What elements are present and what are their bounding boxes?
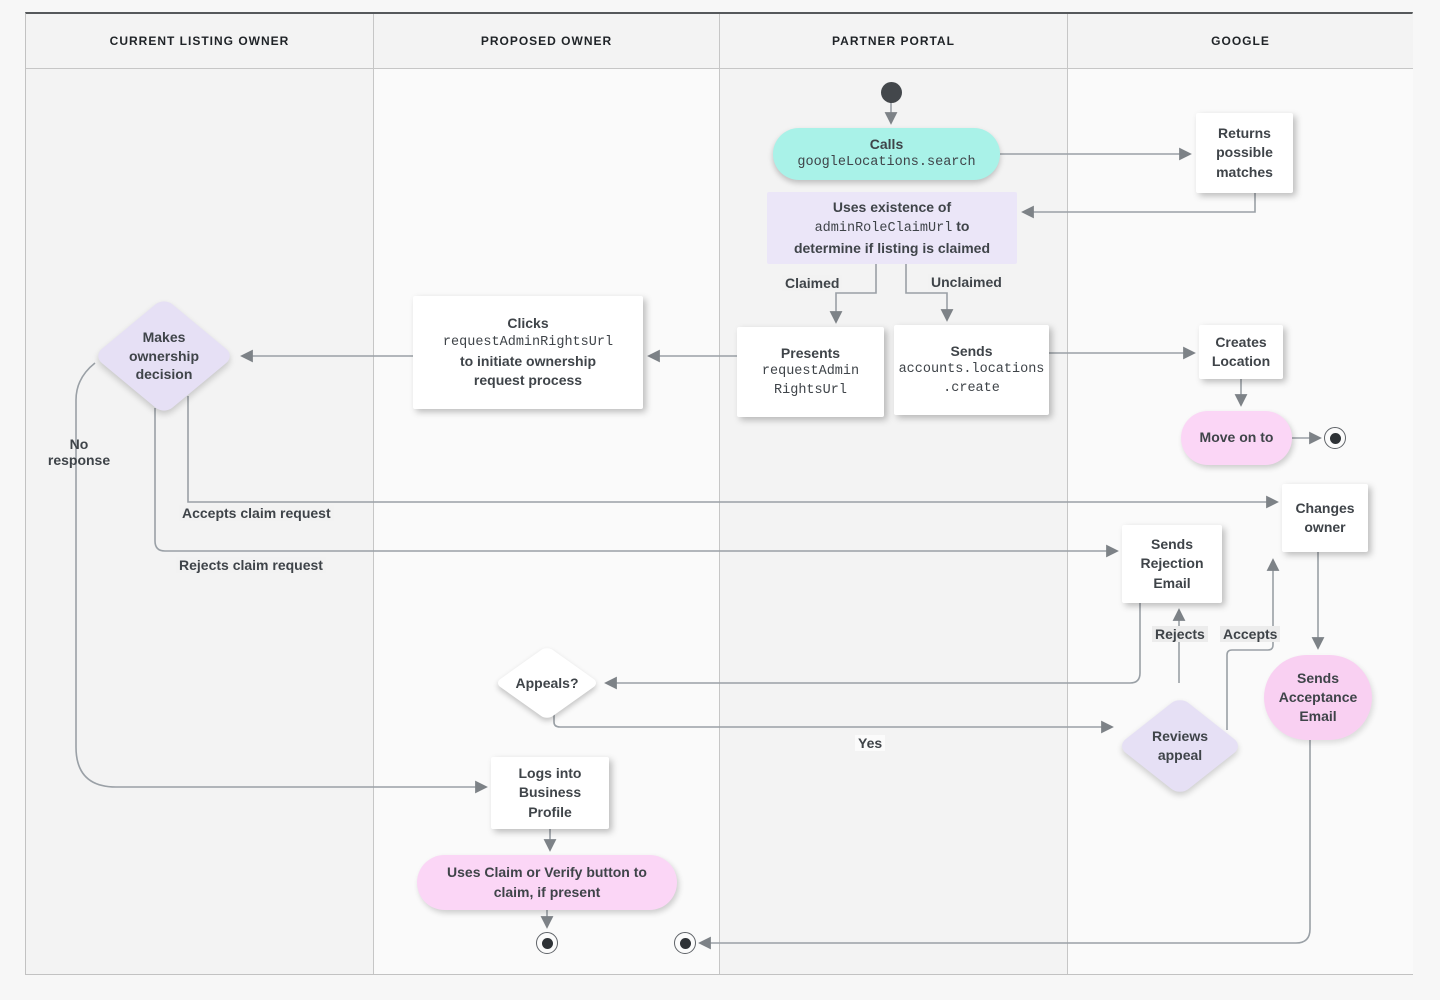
- node-line: Reviews: [1151, 728, 1209, 745]
- edge-label-accepts-claim-request: Accepts claim request: [179, 505, 334, 521]
- node-line-suffix: to: [952, 218, 970, 235]
- edge-label-unclaimed: Unclaimed: [928, 274, 1005, 290]
- diamond-text: Reviews appeal: [1152, 727, 1208, 765]
- node-line: Returns: [1218, 125, 1271, 142]
- node-line: Logs into: [518, 765, 582, 782]
- node-calls-googlelocations-search: Calls googleLocations.search: [773, 128, 1000, 180]
- node-line: owner: [1304, 519, 1346, 535]
- node-appeals-decision: Appeals?: [487, 645, 607, 721]
- node-title: Presents: [780, 344, 841, 361]
- node-line: ownership: [128, 347, 199, 364]
- diamond-text: Appeals?: [515, 674, 579, 691]
- node-line: Email: [1299, 708, 1337, 725]
- edge-label-yes: Yes: [855, 735, 886, 751]
- node-line: matches: [1216, 163, 1273, 180]
- node-code: RightsUrl: [774, 382, 847, 398]
- end-node-dot: [541, 937, 553, 949]
- node-creates-location: Creates Location: [1199, 325, 1283, 379]
- node-line: Profile: [528, 803, 572, 820]
- node-line: Makes: [142, 328, 186, 345]
- node-makes-ownership-decision: Makes ownership decision: [84, 296, 244, 416]
- node-reviews-appeal: Reviews appeal: [1115, 696, 1245, 796]
- end-node-move-on: [1324, 427, 1346, 449]
- node-line: Business: [518, 784, 582, 801]
- node-logs-into-business-profile: Logs into Business Profile: [491, 757, 609, 829]
- node-uses-existence-adminroleclaimurl: Uses existence of adminRoleClaimUrl to d…: [767, 192, 1017, 264]
- node-line: claim, if present: [493, 883, 601, 900]
- node-line: Creates: [1215, 333, 1267, 350]
- node-returns-possible-matches: Returns possible matches: [1196, 113, 1293, 193]
- node-code: accounts.locations: [898, 362, 1045, 378]
- end-node-dot: [1329, 432, 1341, 444]
- lane-current-listing-owner: CURRENT LISTING OWNER: [26, 14, 374, 974]
- end-node-claim: [536, 932, 558, 954]
- node-line: decision: [135, 366, 193, 383]
- node-line: Rejection: [1140, 555, 1204, 572]
- edge-label-accepts: Accepts: [1220, 626, 1281, 642]
- edge-label-line: response: [47, 452, 111, 468]
- end-node-dot: [679, 937, 691, 949]
- diamond-text: Makes ownership decision: [129, 328, 199, 385]
- lane-header-proposed-owner: PROPOSED OWNER: [374, 14, 719, 69]
- lane-header-google: GOOGLE: [1068, 14, 1413, 69]
- node-sends-rejection-email: Sends Rejection Email: [1122, 525, 1222, 603]
- node-code: .create: [943, 380, 1000, 396]
- node-uses-claim-or-verify-button: Uses Claim or Verify button to claim, if…: [417, 855, 677, 910]
- node-move-on-to: Move on to: [1181, 411, 1292, 465]
- edge-label-rejects: Rejects: [1152, 626, 1208, 642]
- start-node: [881, 82, 902, 103]
- node-line: Changes: [1295, 499, 1355, 516]
- node-sends-accounts-locations-create: Sends accounts.locations .create: [894, 325, 1049, 415]
- node-line: possible: [1216, 144, 1273, 161]
- node-title: Calls: [869, 136, 904, 153]
- node-line: Email: [1153, 574, 1191, 591]
- node-line: request process: [473, 372, 583, 389]
- edge-label-rejects-claim-request: Rejects claim request: [176, 557, 326, 573]
- node-line: Location: [1211, 353, 1271, 369]
- node-line: Uses Claim or Verify button to: [447, 864, 647, 881]
- node-code: requestAdminRightsUrl: [442, 334, 614, 350]
- edge-label-claimed: Claimed: [782, 275, 843, 291]
- node-line: determine if listing is claimed: [793, 239, 991, 256]
- lane-header-current-listing-owner: CURRENT LISTING OWNER: [26, 14, 373, 69]
- node-line: appeal: [1157, 747, 1203, 763]
- node-clicks-requestadminrightsurl: Clicks requestAdminRightsUrl to initiate…: [413, 296, 643, 409]
- node-title: Sends: [950, 342, 993, 359]
- node-code: requestAdmin: [761, 364, 860, 380]
- node-line: Uses existence of: [832, 198, 952, 215]
- node-code: googleLocations.search: [797, 155, 976, 171]
- lane-header-partner-portal: PARTNER PORTAL: [720, 14, 1067, 69]
- node-code: adminRoleClaimUrl: [814, 221, 953, 237]
- node-line: Sends: [1296, 669, 1339, 686]
- node-sends-acceptance-email: Sends Acceptance Email: [1264, 655, 1372, 740]
- lane-proposed-owner: PROPOSED OWNER: [374, 14, 720, 974]
- node-line: Acceptance: [1278, 688, 1358, 705]
- edge-label-no-response: No response: [40, 436, 118, 468]
- node-line: Move on to: [1199, 429, 1274, 446]
- node-line: to initiate ownership: [459, 353, 597, 370]
- end-node-acceptance: [674, 932, 696, 954]
- node-line: Sends: [1150, 536, 1193, 553]
- node-line: adminRoleClaimUrl to: [815, 217, 970, 239]
- node-changes-owner: Changes owner: [1282, 484, 1368, 552]
- node-title: Clicks: [507, 315, 549, 332]
- edge-label-line: No: [69, 436, 89, 452]
- node-presents-requestadminrightsurl: Presents requestAdmin RightsUrl: [737, 327, 884, 417]
